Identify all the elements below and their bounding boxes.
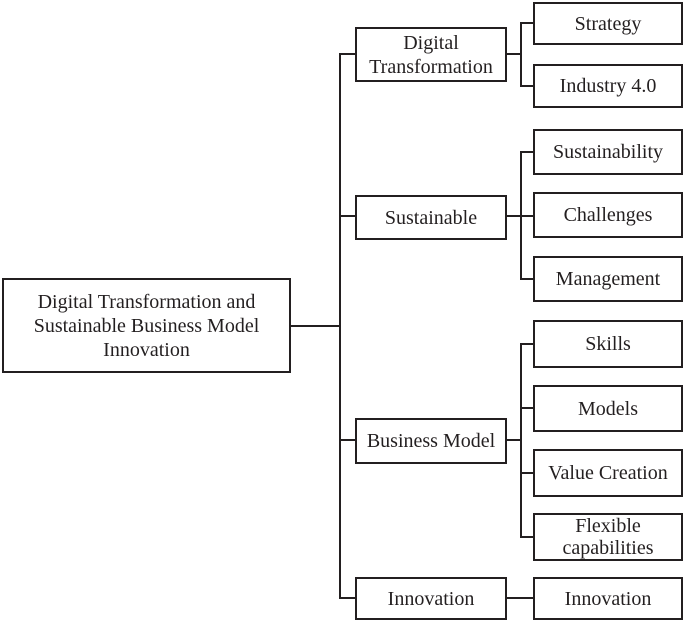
leaf-node-skills: Skills	[533, 320, 683, 368]
branch-node-business-model: Business Model	[355, 418, 507, 464]
leaf-node-innovation: Innovation	[533, 577, 683, 620]
connector-dt-industry	[520, 85, 533, 87]
connector-bm-flex	[520, 536, 533, 538]
leaf-node-management: Management	[533, 256, 683, 302]
branch-node-innovation: Innovation	[355, 577, 507, 620]
leaf-node-industry-4-0: Industry 4.0	[533, 64, 683, 108]
connector-sus-sustainability	[520, 151, 533, 153]
leaf-node-value-creation: Value Creation	[533, 449, 683, 497]
leaf-node-sustainability: Sustainability	[533, 129, 683, 175]
connector-bm-models	[520, 407, 533, 409]
leaf-node-models: Models	[533, 385, 683, 432]
connector-bm-value	[520, 472, 533, 474]
connector-trunk	[339, 53, 341, 599]
connector-bm-out	[507, 439, 522, 441]
connector-dt-out	[507, 53, 522, 55]
branch-node-sustainable: Sustainable	[355, 195, 507, 240]
connector-dt-strategy	[520, 22, 533, 24]
connector-sus-management	[520, 278, 533, 280]
connector-bm-spine	[520, 343, 522, 538]
connector-sus-out	[507, 215, 522, 217]
root-node: Digital Transformation and Sustainable B…	[2, 278, 291, 373]
connector-bm-skills	[520, 343, 533, 345]
connector-trunk-digital-transformation	[339, 53, 355, 55]
leaf-node-challenges: Challenges	[533, 192, 683, 238]
connector-innovation-leaf	[507, 597, 533, 599]
connector-trunk-business-model	[339, 439, 355, 441]
connector-sus-challenges	[520, 215, 533, 217]
connector-trunk-innovation	[339, 597, 355, 599]
leaf-node-flexible-capabilities: Flexible capabilities	[533, 513, 683, 561]
branch-node-digital-transformation: Digital Transformation	[355, 27, 507, 82]
connector-root-trunk	[291, 325, 341, 327]
connector-dt-spine	[520, 22, 522, 87]
connector-trunk-sustainable	[339, 215, 355, 217]
leaf-node-strategy: Strategy	[533, 2, 683, 45]
